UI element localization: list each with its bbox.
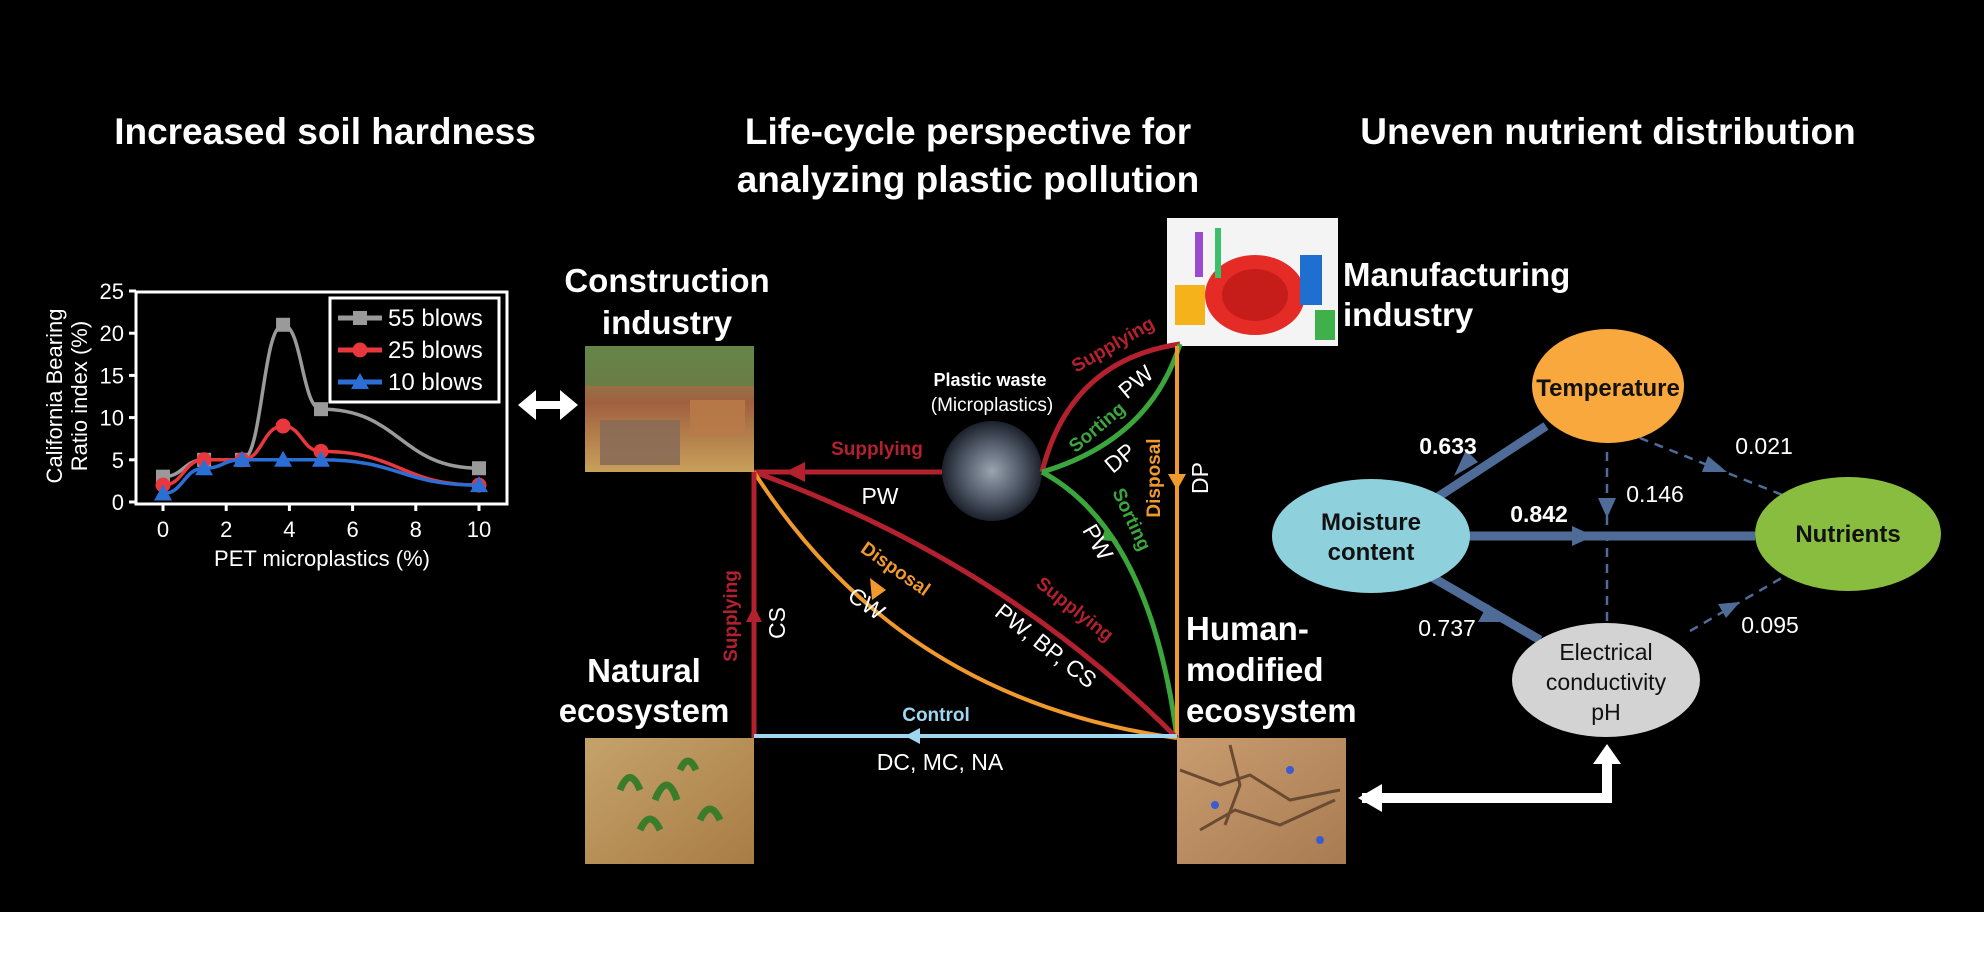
- data-point-10-blows: [312, 450, 330, 467]
- data-point-55-blows: [472, 461, 486, 476]
- path-moisture-ec: [1427, 572, 1543, 644]
- ec-label-line2: conductivity: [1546, 669, 1667, 695]
- y-tick-label: 5: [112, 448, 124, 473]
- human-label-line3: ecosystem: [1186, 692, 1357, 729]
- data-point-10-blows: [195, 459, 214, 476]
- x-tick-label: 2: [220, 517, 232, 542]
- coef-temperature-moisture: 0.633: [1419, 433, 1477, 459]
- legend-label: 10 blows: [388, 369, 483, 396]
- label-control: Control: [902, 705, 970, 726]
- data-point-55-blows: [314, 402, 328, 417]
- label-control-items: DC, MC, NA: [877, 749, 1004, 775]
- temperature-label: Temperature: [1536, 375, 1680, 402]
- plastic-waste-label: Plastic waste: [933, 370, 1046, 390]
- natural-label-line1: Natural: [587, 652, 701, 689]
- elbow-arrow-icon: [1358, 744, 1621, 812]
- natural-ecosystem-photo: [585, 738, 754, 864]
- legend-label: 25 blows: [388, 337, 483, 364]
- legend-marker: [352, 342, 368, 358]
- edge-construction-to-human-disposal: [752, 470, 1178, 740]
- label-supplying-top: Supplying: [831, 439, 923, 460]
- plastic-waste-image: [942, 421, 1042, 521]
- label-dp-right: DP: [1187, 462, 1213, 494]
- human-modified-ecosystem-photo: [1177, 738, 1346, 864]
- legend-marker: [351, 373, 369, 389]
- ec-label-line1: Electrical: [1559, 639, 1652, 665]
- construction-label-line2: industry: [602, 304, 733, 341]
- y-axis-label-line1: California Bearing: [42, 309, 67, 484]
- data-point-10-blows: [470, 476, 488, 493]
- data-point-10-blows: [274, 450, 293, 467]
- nutrients-node: [1755, 477, 1941, 591]
- y-axis-label-line2: Ratio index (%): [67, 321, 92, 471]
- edge-human-to-waste-sorting: [1040, 469, 1180, 739]
- y-tick-label: 10: [100, 406, 124, 431]
- human-label-line2: modified: [1186, 651, 1324, 688]
- x-tick-label: 0: [157, 517, 169, 542]
- x-tick-label: 8: [410, 517, 422, 542]
- center-panel-title-line2: analyzing plastic pollution: [737, 159, 1200, 200]
- coef-temperature-ec: 0.146: [1626, 481, 1684, 507]
- sem-path-diagram: Temperature Moisture content Nutrients E…: [1272, 329, 1941, 737]
- construction-photo: [585, 346, 754, 472]
- temperature-node: [1532, 329, 1684, 443]
- edge-construction-to-human-supplying: [753, 469, 1179, 740]
- coef-moisture-ec: 0.737: [1418, 615, 1476, 641]
- x-tick-label: 10: [467, 517, 491, 542]
- coef-temperature-nutrients: 0.021: [1735, 433, 1793, 459]
- microplastics-label: (Microplastics): [931, 395, 1053, 416]
- chart-frame: [134, 290, 509, 506]
- center-panel-title-line1: Life-cycle perspective for: [745, 111, 1191, 152]
- ec-node: [1512, 623, 1700, 737]
- edge-manufacturing-to-waste: [1039, 341, 1181, 473]
- human-label-line1: Human-: [1186, 610, 1309, 647]
- figure-canvas: Increased soil hardness Life-cycle persp…: [0, 0, 1984, 912]
- label-cs: CS: [764, 607, 790, 639]
- chart-axes: 0 2 4 6 8 10 0 5 10 15 20 25: [100, 279, 492, 542]
- right-panel-title: Uneven nutrient distribution: [1360, 111, 1855, 152]
- moisture-node: [1272, 479, 1470, 593]
- x-tick-label: 4: [283, 517, 295, 542]
- y-tick-label: 15: [100, 363, 124, 388]
- data-point-25-blows: [275, 418, 291, 434]
- data-point-55-blows: [276, 317, 291, 332]
- moisture-label-line2: content: [1328, 539, 1415, 566]
- cbr-line-chart: 0 2 4 6 8 10 0 5 10 15 20 25 55 blows 25 blows 10 blo…: [42, 279, 509, 571]
- nutrients-label: Nutrients: [1795, 521, 1900, 548]
- construction-label-line1: Construction: [564, 262, 769, 299]
- double-arrow-icon: [518, 390, 578, 420]
- chart-legend-items: 55 blows 25 blows 10 blows: [338, 305, 483, 396]
- moisture-label-line1: Moisture: [1321, 509, 1421, 536]
- label-pw-2: PW: [1077, 519, 1118, 564]
- label-supplying-left: Supplying: [721, 570, 742, 662]
- lifecycle-edges: [746, 341, 1186, 744]
- label-pw-top: PW: [861, 483, 898, 509]
- y-tick-label: 25: [100, 279, 124, 304]
- natural-label-line2: ecosystem: [559, 692, 730, 729]
- figure-svg: Increased soil hardness Life-cycle persp…: [42, 111, 1941, 864]
- y-tick-label: 20: [100, 321, 124, 346]
- label-disposal-right: Disposal: [1144, 438, 1165, 517]
- edge-waste-manufacturing-sorting: [1041, 343, 1183, 475]
- data-point-10-blows: [233, 450, 251, 467]
- x-tick-label: 6: [346, 517, 358, 542]
- chart-series: [154, 317, 488, 501]
- legend-label: 55 blows: [388, 305, 483, 332]
- left-panel-title: Increased soil hardness: [114, 111, 536, 152]
- manufacturing-label-line2: industry: [1343, 296, 1474, 333]
- ec-label-line3: pH: [1591, 699, 1620, 725]
- x-axis-label: PET microplastics (%): [214, 546, 430, 571]
- y-tick-label: 0: [112, 490, 124, 515]
- manufacturing-label-line1: Manufacturing: [1343, 256, 1570, 293]
- legend-marker: [353, 311, 367, 325]
- coef-ec-nutrients: 0.095: [1741, 612, 1799, 638]
- coef-moisture-nutrients: 0.842: [1510, 501, 1568, 527]
- data-point-10-blows: [154, 484, 172, 501]
- manufacturing-photo: [1167, 218, 1338, 346]
